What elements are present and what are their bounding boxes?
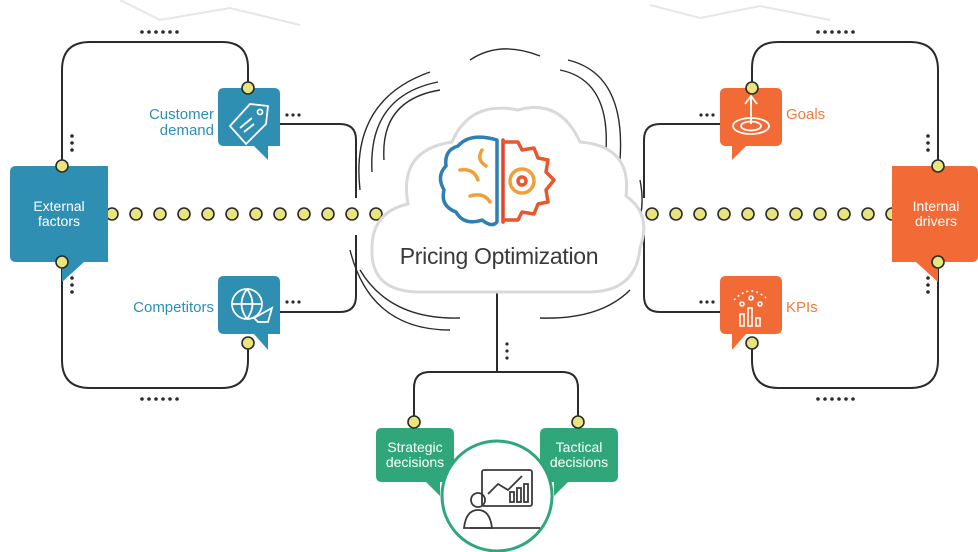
competitors-tile[interactable] (218, 276, 280, 350)
globe-plane-icon (231, 288, 274, 323)
dash-marks (70, 30, 930, 401)
left-dot-row (105, 207, 383, 221)
competitors-label: Competitors (110, 300, 214, 316)
right-dot-row (621, 207, 899, 221)
customer-demand-label: Customer demand (120, 107, 214, 139)
joint-dots (55, 81, 945, 429)
strategic-decisions-label: Strategic decisions (376, 440, 454, 469)
external-factors-label: External factors (14, 199, 104, 228)
bottom-connectors (413, 290, 579, 420)
external-factors-box[interactable] (10, 166, 108, 282)
competitors-line1: Competitors (133, 299, 214, 316)
strategic-line2: decisions (385, 453, 445, 470)
goals-tile[interactable] (720, 88, 782, 160)
strategic-decisions-tile[interactable] (376, 428, 454, 496)
kpis-tile[interactable] (720, 276, 782, 350)
customer-demand-line2: demand (159, 121, 214, 139)
tactical-line2: decisions (549, 453, 609, 470)
tactical-decisions-tile[interactable] (540, 428, 618, 496)
kpis-line1: KPIs (786, 299, 818, 316)
customer-demand-line1: Customer (148, 106, 214, 123)
left-connectors (61, 41, 357, 389)
internal-drivers-line1: Internal (912, 198, 960, 214)
target-icon (732, 94, 770, 135)
kpi-chart-icon (733, 290, 769, 327)
tactical-decisions-label: Tactical decisions (540, 440, 618, 469)
analyst-dashboard-icon (440, 439, 554, 552)
center-title: Pricing Optimization (399, 243, 599, 269)
strategic-line1: Strategic (387, 439, 443, 455)
price-tag-icon (228, 103, 269, 146)
internal-drivers-label: Internal drivers (894, 199, 978, 228)
external-factors-line1: External (33, 198, 85, 214)
internal-drivers-line2: drivers (914, 212, 957, 229)
goals-label: Goals (786, 107, 866, 123)
tactical-line1: Tactical (555, 439, 603, 455)
external-factors-line2: factors (37, 212, 80, 229)
brain-gear-icon (438, 135, 556, 227)
internal-drivers-box[interactable] (892, 166, 978, 282)
right-connectors (643, 41, 939, 389)
kpis-label: KPIs (786, 300, 866, 316)
goals-line1: Goals (786, 106, 826, 123)
customer-demand-tile[interactable] (218, 88, 280, 160)
background-sketch (119, 0, 831, 26)
center-cloud (370, 105, 646, 294)
